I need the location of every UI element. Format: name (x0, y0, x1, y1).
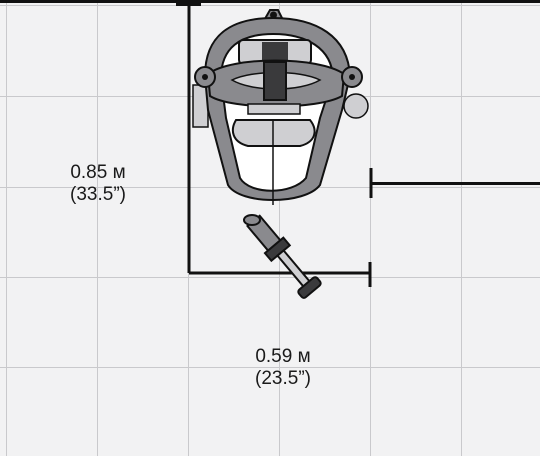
left-pivot-center (202, 74, 208, 80)
head-block (263, 61, 287, 101)
width-metric-value: 0.59 м (255, 346, 311, 367)
upper-bar-slot (262, 42, 288, 62)
actuator-foot (297, 276, 322, 299)
footprint-outline (176, 3, 540, 287)
depth-imperial-value: (33.5”) (70, 184, 126, 205)
right-side-knob (343, 93, 369, 119)
right-pivot-center (349, 74, 355, 80)
cradle-strip (247, 103, 301, 115)
actuator-upper-joint (243, 214, 261, 226)
top-hook-eye (270, 11, 277, 19)
width-dimension-label: 0.59 м (23.5”) (223, 346, 343, 390)
depth-dimension-label: 0.85 м (33.5”) (38, 162, 158, 206)
width-imperial-value: (23.5”) (255, 368, 311, 389)
depth-metric-value: 0.85 м (70, 162, 126, 183)
robot-equipment (192, 9, 369, 299)
lower-cradle (231, 119, 316, 147)
